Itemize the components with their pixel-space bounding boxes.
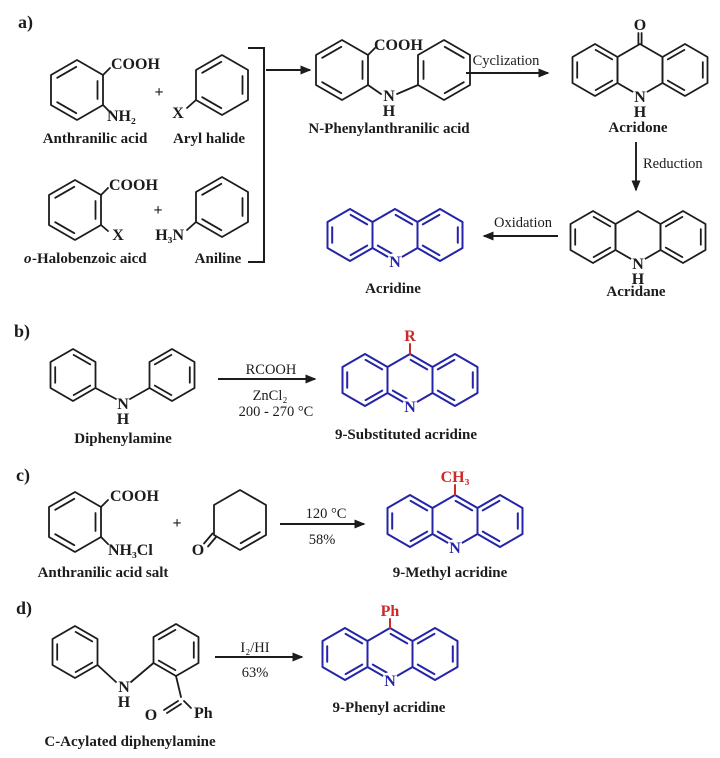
aryl-halide-structure [186, 54, 249, 116]
benzene-ring [48, 491, 102, 553]
benzene-ring [148, 348, 196, 402]
acridane-structure [571, 211, 706, 271]
phenylanthranilic-acid-structure [315, 39, 471, 101]
benzene-ring [49, 348, 97, 402]
r-substituent-label: R [404, 328, 416, 345]
n-atom-label: N [404, 399, 416, 416]
section-b-label: b) [14, 321, 30, 342]
n-atom-label: N [632, 256, 644, 273]
compound-name-acridone: Acridone [608, 120, 668, 136]
grouping-bracket [248, 47, 265, 263]
carbonyl-o-label: O [634, 17, 646, 34]
h-atom-label: H [634, 104, 647, 121]
cooh-label: COOH [109, 177, 158, 194]
cyclohexene-ring [213, 489, 267, 551]
benzene-ring [50, 59, 104, 121]
section-d-label: d) [16, 598, 32, 619]
x-halide-label: X [112, 227, 124, 244]
methyl-acridine-structure [388, 495, 523, 555]
compound-name-halobenzoic-prefix: o [24, 251, 32, 267]
nh2-label: NH₂ [107, 108, 136, 125]
compound-name-anthranilic-acid: Anthranilic acid [43, 131, 148, 147]
diphenylamine-structure [49, 348, 196, 402]
h3n-label: H₃N [155, 227, 184, 244]
acridone-structure [573, 32, 708, 104]
h-atom-label: H [632, 271, 645, 288]
reagent-zncl2: ZnCl₂ [253, 388, 288, 404]
carbonyl-o-label: O [145, 707, 157, 724]
n-atom-label: N [118, 679, 130, 696]
n-atom-label: N [389, 254, 401, 271]
section-a-label: a) [18, 12, 33, 33]
cooh-label: COOH [110, 488, 159, 505]
acylated-diphenylamine-structure [51, 623, 200, 714]
n-atom-label: N [117, 396, 129, 413]
plus-sign: + [153, 202, 162, 219]
benzene-ring [48, 179, 102, 241]
substituted-acridine-structure [343, 354, 478, 414]
reagent-i2-hi: I₂/HI [240, 640, 269, 656]
benzene-ring [51, 625, 99, 679]
compound-name-aniline: Aniline [195, 251, 242, 267]
plus-sign: + [154, 84, 163, 101]
anthranilic-salt-structure [48, 491, 109, 553]
ch3-substituent-label: CH₃ [441, 469, 470, 486]
compound-name-9-substituted-acridine: 9-Substituted acridine [335, 427, 477, 443]
phenyl-acridine-structure [323, 628, 458, 688]
carbonyl-o-label: O [192, 542, 204, 559]
compound-name-diphenylamine: Diphenylamine [74, 431, 172, 447]
cooh-label: COOH [374, 37, 423, 54]
condition-yield: 63% [242, 665, 269, 681]
compound-name-phenylanthranilic: N-Phenylanthranilic acid [308, 121, 470, 137]
n-atom-label: N [384, 673, 396, 690]
plus-sign: + [172, 515, 181, 532]
cyclohexenone-structure [203, 489, 267, 551]
ph-group-label: Ph [194, 705, 213, 722]
compound-name-aryl-halide: Aryl halide [173, 131, 245, 147]
compound-name-acridine: Acridine [365, 281, 421, 297]
aniline-structure [186, 176, 249, 238]
h-atom-label: H [383, 103, 396, 120]
compound-name-halobenzoic: -Halobenzoic aicd [32, 251, 147, 267]
benzene-ring [195, 54, 249, 116]
reduction-label: Reduction [643, 156, 703, 172]
x-halide-label: X [172, 105, 184, 122]
n-atom-label: N [383, 88, 395, 105]
n-atom-label: N [449, 540, 461, 557]
condition-temperature: 120 °C [306, 506, 347, 522]
h-atom-label: H [118, 694, 131, 711]
section-c-label: c) [16, 465, 30, 486]
anthranilic-acid-structure [50, 59, 111, 121]
halobenzoic-acid-structure [48, 179, 109, 241]
benzene-ring [152, 623, 200, 677]
condition-temperature: 200 - 270 °C [239, 404, 314, 420]
cooh-label: COOH [111, 56, 160, 73]
compound-name-acylated-diphenylamine: C-Acylated diphenylamine [44, 734, 216, 750]
acridine-structure [328, 209, 463, 269]
benzene-ring [195, 176, 249, 238]
h-atom-label: H [117, 411, 130, 428]
ph-substituent-label: Ph [381, 603, 400, 620]
cyclization-label: Cyclization [473, 53, 541, 69]
condition-yield: 58% [309, 532, 336, 548]
compound-name-anthranilic-salt: Anthranilic acid salt [38, 565, 169, 581]
compound-name-acridane: Acridane [606, 284, 666, 300]
benzene-ring [417, 39, 471, 101]
compound-name-9-phenyl-acridine: 9-Phenyl acridine [333, 700, 446, 716]
compound-name-9-methyl-acridine: 9-Methyl acridine [393, 565, 508, 581]
benzene-ring [315, 39, 369, 101]
oxidation-label: Oxidation [494, 215, 553, 231]
nh3cl-label: NH₃Cl [108, 542, 153, 559]
reagent-rcooh: RCOOH [246, 362, 297, 378]
n-atom-label: N [634, 89, 646, 106]
